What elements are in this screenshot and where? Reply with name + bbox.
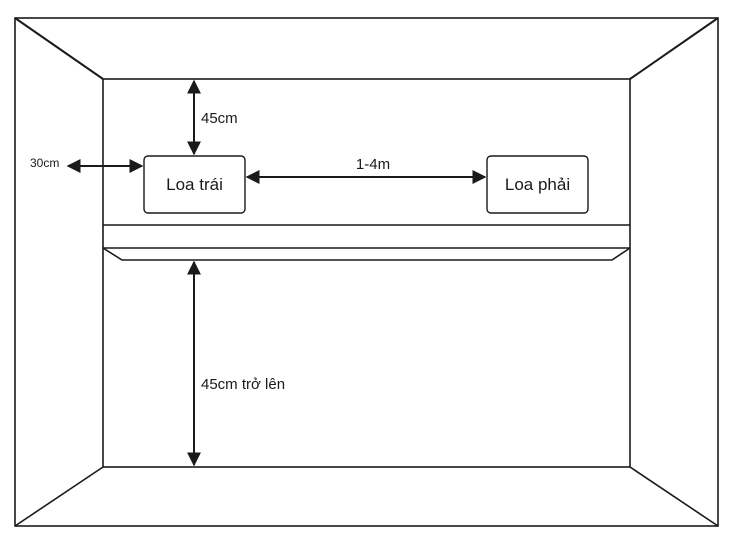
corner-line-bottom-right: [629, 466, 719, 527]
corner-line-bottom-left: [14, 466, 104, 527]
left-speaker-label: Loa trái: [166, 175, 223, 194]
right-speaker-label: Loa phải: [505, 175, 570, 194]
top-gap-label: 45cm: [201, 110, 238, 127]
side-gap-label: 30cm: [30, 156, 59, 170]
corner-line-top-left: [14, 17, 104, 80]
right-speaker-box: [486, 155, 589, 214]
back-wall: [102, 78, 631, 468]
corner-line-top-right: [629, 17, 719, 80]
speaker-distance-label: 1-4m: [356, 156, 390, 173]
shelf-underside: [102, 247, 631, 261]
left-speaker-box: [143, 155, 246, 214]
outer-frame: [14, 17, 719, 527]
bottom-height-label: 45cm trở lên: [201, 376, 285, 393]
